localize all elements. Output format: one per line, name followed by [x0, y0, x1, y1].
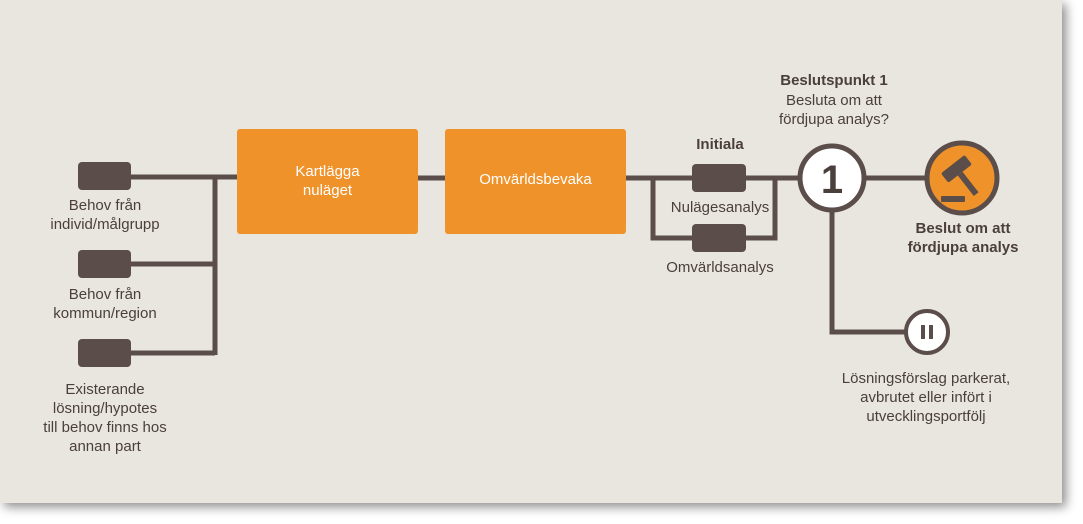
analysis-block-nulage: [692, 164, 746, 192]
step-label-kartlagga: Kartlägga nuläget: [295, 163, 360, 199]
input-label-individ: Behov från individ/målgrupp: [50, 197, 160, 233]
input-block: [78, 162, 131, 190]
input-label-kommun: Behov från kommun/region: [53, 286, 157, 322]
decision-point-number: 1: [821, 158, 843, 202]
decision-point-question: Besluta om att fördjupa analys?: [778, 92, 890, 128]
decision-label: Beslut om att fördjupa analys: [907, 220, 1019, 256]
decision-point-title: Beslutspunkt 1: [780, 72, 888, 89]
pause-icon: [904, 309, 950, 355]
input-block: [78, 250, 131, 278]
analysis-block-omvarld: [692, 224, 746, 252]
analysis-label-omvarld: Omvärldsanalys: [666, 259, 774, 276]
input-block: [78, 339, 131, 367]
initial-title: Initiala: [696, 136, 744, 153]
input-label-existerande: Existerande lösning/hypotes till behov f…: [43, 381, 167, 455]
step-box-omvarldsbevaka: [445, 129, 626, 234]
step-label-omvarldsbevaka: Omvärldsbevaka: [479, 171, 592, 188]
parked-label: Lösningsförslag parkerat, avbrutet eller…: [841, 370, 1011, 425]
step-box-kartlagga: [237, 129, 418, 234]
decision-point-circle: [797, 143, 867, 213]
gavel-icon: [924, 140, 1000, 216]
analysis-label-nulage: Nulägesanalys: [670, 199, 770, 216]
connector-line: [829, 210, 906, 335]
diagram-panel: [0, 0, 1062, 503]
